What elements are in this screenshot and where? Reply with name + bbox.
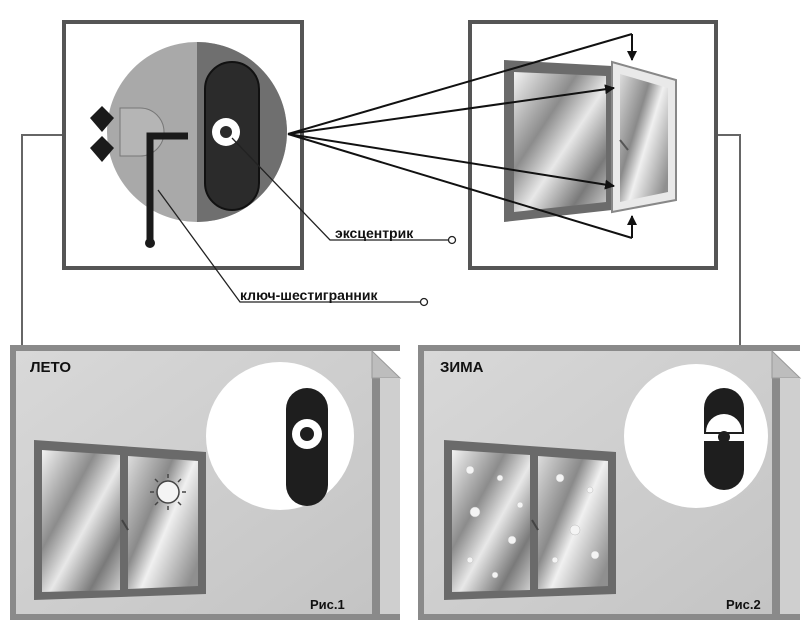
connector-lines: [21, 134, 741, 350]
handle-closeup-box: [62, 20, 304, 270]
sun-icon: [150, 474, 186, 510]
summer-zoom-circle: [206, 362, 354, 510]
window-pressure-box: [287, 20, 718, 270]
diamond-marker-top: [90, 106, 114, 132]
diamond-marker-bottom: [90, 136, 114, 162]
figure-1-caption: Рис.1: [310, 597, 345, 612]
eccentric-label: эксцентрик: [335, 225, 414, 241]
hex-key-label: ключ-шестигранник: [240, 287, 378, 303]
winter-title: ЗИМА: [440, 359, 484, 376]
figure-2-caption: Рис.2: [726, 597, 761, 612]
winter-zoom-circle: [624, 364, 768, 508]
winter-panel: [418, 345, 802, 620]
hex-key: [146, 132, 188, 242]
summer-title: ЛЕТО: [30, 359, 71, 376]
leader-lines: [157, 137, 457, 307]
snowflake-icons: [465, 465, 600, 579]
summer-panel: [10, 345, 402, 620]
